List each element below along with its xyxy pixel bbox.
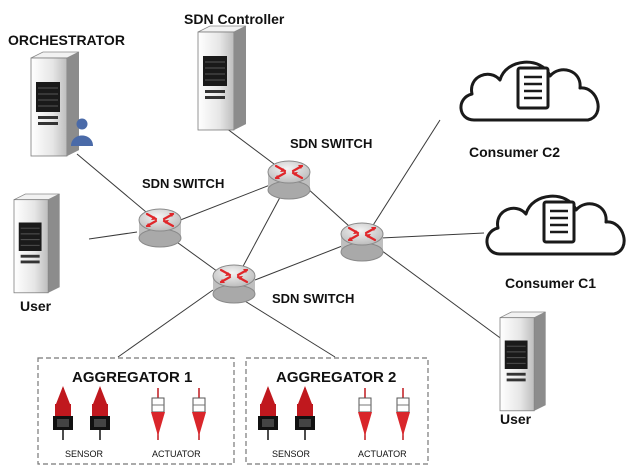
consumer-c1-cloud-icon	[485, 194, 626, 256]
agg2-actuator-label: ACTUATOR	[358, 449, 407, 459]
orchestrator-server-icon	[30, 51, 80, 157]
aggregator-2-label: AGGREGATOR 2	[276, 369, 396, 386]
actuator-icon	[191, 387, 207, 441]
orchestrator-label: ORCHESTRATOR	[8, 32, 125, 48]
sensor-icon	[294, 385, 316, 441]
sdn-switch-top-icon	[266, 159, 312, 201]
aggregator-1-label: AGGREGATOR 1	[72, 369, 192, 386]
sensor-icon	[52, 385, 74, 441]
user-badge-icon	[71, 118, 93, 146]
user-left-server-icon	[13, 193, 61, 294]
sdn-switch-left-label: SDN SWITCH	[142, 176, 224, 191]
agg1-actuator-label: ACTUATOR	[152, 449, 201, 459]
sensor-icon	[89, 385, 111, 441]
user-right-label: User	[500, 411, 532, 427]
sensor-icon	[257, 385, 279, 441]
user-left-label: User	[20, 298, 52, 314]
actuator-icon	[395, 387, 411, 441]
sdn-switch-bottom-label: SDN SWITCH	[272, 291, 354, 306]
sdn-switch-left-icon	[137, 207, 183, 249]
aggregator-1-box	[37, 357, 235, 465]
sdn-switch-right-icon	[339, 221, 385, 263]
sdn-switch-bottom-icon	[211, 263, 257, 305]
consumer-c2-cloud-icon	[459, 60, 600, 122]
sdn-controller-label: SDN Controller	[184, 11, 285, 27]
user-right-server-icon	[499, 311, 547, 412]
consumer-c2-label: Consumer C2	[469, 144, 560, 160]
sdn-switch-top-label: SDN SWITCH	[290, 136, 372, 151]
consumer-c1-label: Consumer C1	[505, 275, 596, 291]
actuator-icon	[150, 387, 166, 441]
agg2-sensor-label: SENSOR	[272, 449, 311, 459]
sdn-controller-server-icon	[197, 25, 247, 131]
agg1-sensor-label: SENSOR	[65, 449, 104, 459]
actuator-icon	[357, 387, 373, 441]
aggregator-2-box	[245, 357, 429, 465]
